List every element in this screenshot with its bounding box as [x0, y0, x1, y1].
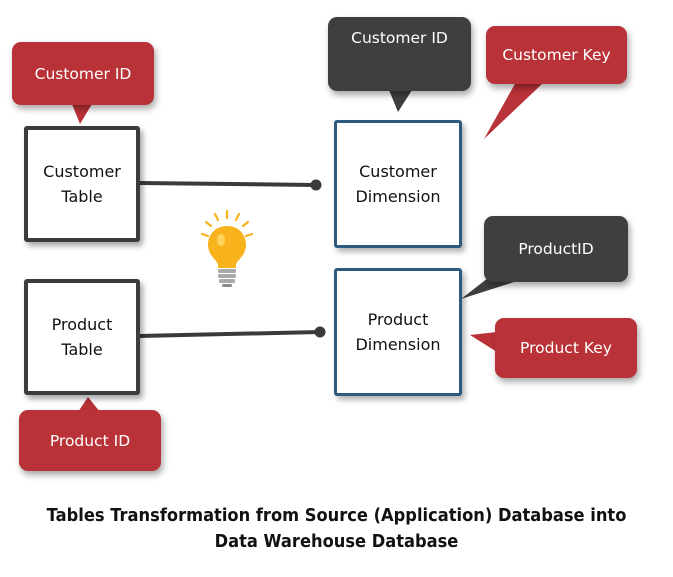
product-key-callout: Product Key — [495, 318, 637, 378]
customer-dimension-box: Customer Dimension — [334, 120, 462, 248]
product-table-box: Product Table — [24, 279, 140, 395]
customer-table-box: Customer Table — [24, 126, 140, 242]
product-connector-dot — [314, 326, 326, 338]
caption-line-2: Data Warehouse Database — [214, 532, 459, 552]
lightbulb-icon — [200, 209, 254, 287]
customer-id-dim-callout: Customer ID — [328, 17, 471, 91]
customer-key-tail — [484, 82, 542, 139]
productid-dim-callout: ProductID — [484, 216, 628, 282]
product-dimension-box: Product Dimension — [334, 268, 462, 396]
customer-connector-dot — [310, 179, 322, 191]
product-id-source-tail — [78, 397, 100, 412]
product-id-source-callout: Product ID — [19, 410, 161, 471]
customer-id-dim-tail — [389, 90, 412, 112]
customer-connector-line — [138, 181, 317, 187]
customer-id-source-tail — [72, 104, 92, 124]
customer-id-source-callout: Customer ID — [12, 42, 154, 105]
caption-line-1: Tables Transformation from Source (Appli… — [46, 506, 627, 526]
customer-key-callout: Customer Key — [486, 26, 627, 84]
product-key-tail — [470, 332, 497, 352]
product-connector-line — [138, 330, 321, 338]
diagram-caption: Tables Transformation from Source (Appli… — [24, 503, 650, 555]
productid-dim-tail — [461, 278, 514, 299]
